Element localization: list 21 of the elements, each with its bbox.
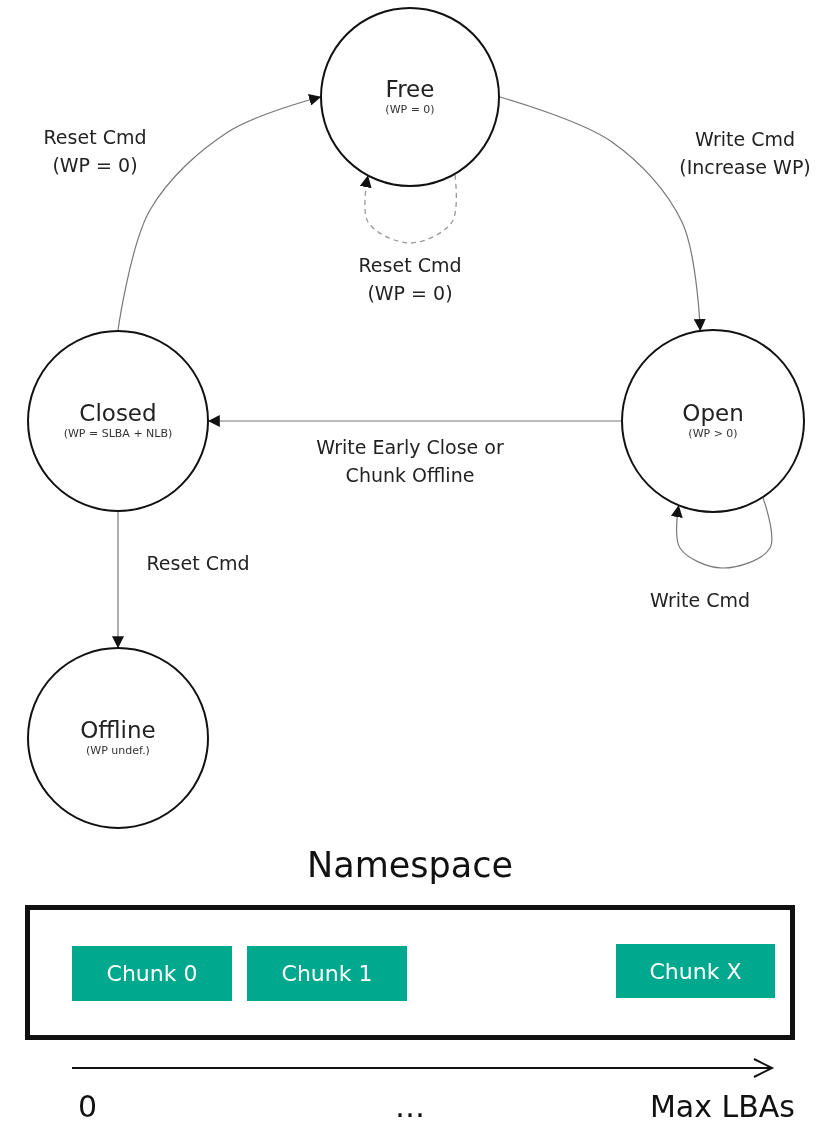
transition-arrow <box>112 511 124 649</box>
state-condition: (WP = 0) <box>385 102 435 117</box>
self-loop-arrow <box>670 497 773 569</box>
namespace-title: Namespace <box>307 845 513 885</box>
axis-label: 0 <box>78 1092 98 1122</box>
chunk-block: Chunk 1 <box>247 946 407 1001</box>
axis-label: Max LBAs <box>650 1092 795 1122</box>
state-name: Offline <box>80 718 156 744</box>
transition-arrow <box>499 96 706 332</box>
transition-arrow <box>207 415 622 427</box>
state-name: Free <box>385 77 435 103</box>
state-name: Open <box>682 401 744 427</box>
state-condition: (WP > 0) <box>688 426 738 441</box>
chunk-block: Chunk X <box>616 944 775 998</box>
state-condition: (WP = SLBA + NLB) <box>63 426 173 441</box>
state-name: Closed <box>79 401 157 427</box>
state-condition: (WP undef.) <box>86 743 150 758</box>
self-loop-arrow <box>359 174 457 244</box>
axis-label: … <box>395 1092 425 1122</box>
transition-arrow <box>117 94 322 331</box>
chunk-block: Chunk 0 <box>72 946 232 1001</box>
